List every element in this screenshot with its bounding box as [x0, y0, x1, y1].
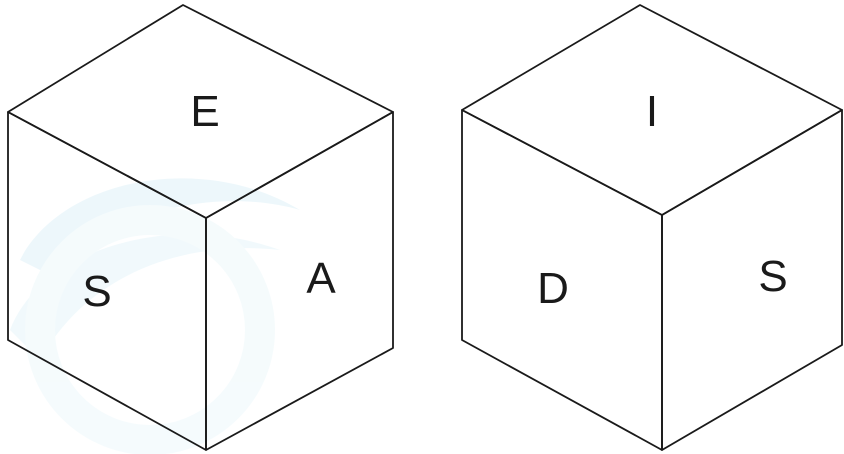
cube-1-top-letter: E — [190, 87, 219, 136]
cube-2-top-letter: I — [646, 87, 658, 136]
cube-2-left-letter: D — [537, 264, 569, 313]
cube-1-left-letter: S — [82, 267, 111, 316]
cube-2-right-letter: S — [758, 252, 787, 301]
cube-2-right-face — [662, 110, 842, 450]
cube-2: I D S — [462, 5, 842, 450]
watermark-logo — [10, 178, 300, 440]
cube-1-right-letter: A — [306, 254, 336, 303]
